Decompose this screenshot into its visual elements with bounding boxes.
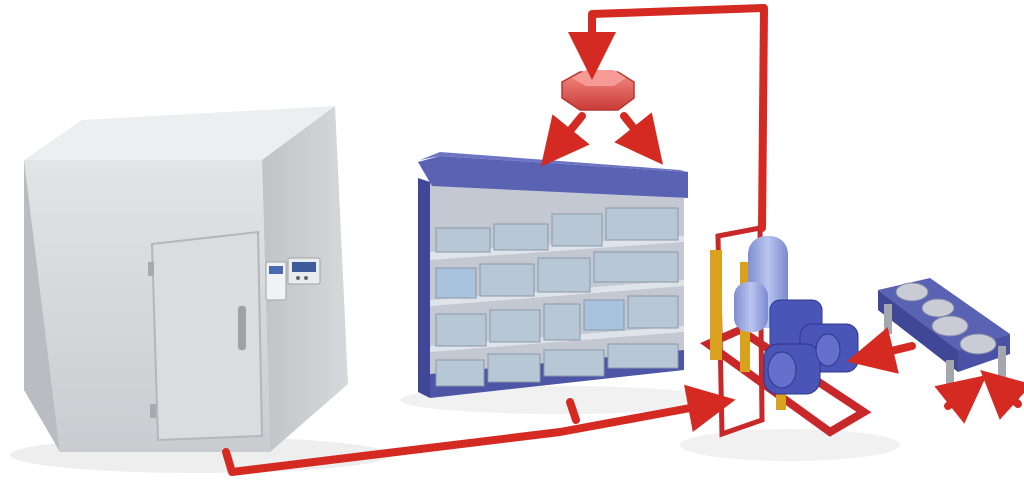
products: [435, 207, 679, 387]
compressor: [763, 299, 859, 395]
flow-arrow: [846, 327, 916, 374]
display-case: [418, 152, 688, 398]
condenser-fan: [895, 282, 997, 355]
flow-arrow: [614, 112, 663, 165]
flow-arrow: [222, 384, 736, 476]
cold-room-door: [148, 230, 264, 442]
flow-arrow: [566, 398, 580, 424]
flow-arrow: [934, 375, 987, 424]
compressor-rack: [699, 224, 872, 438]
flow-arrows: [222, 4, 1024, 476]
heat-recovery-unit: [561, 70, 635, 111]
thermostat-panel: [265, 257, 321, 301]
flow-arrow: [568, 4, 768, 232]
flow-arrow: [980, 369, 1024, 420]
door-handle: [238, 306, 246, 350]
flow-arrow: [540, 112, 590, 167]
rack-frame-post: [710, 250, 722, 360]
cold-room: [24, 106, 348, 452]
door-hinge: [148, 262, 154, 276]
condenser: [878, 278, 1010, 394]
door-hinge: [150, 404, 156, 418]
